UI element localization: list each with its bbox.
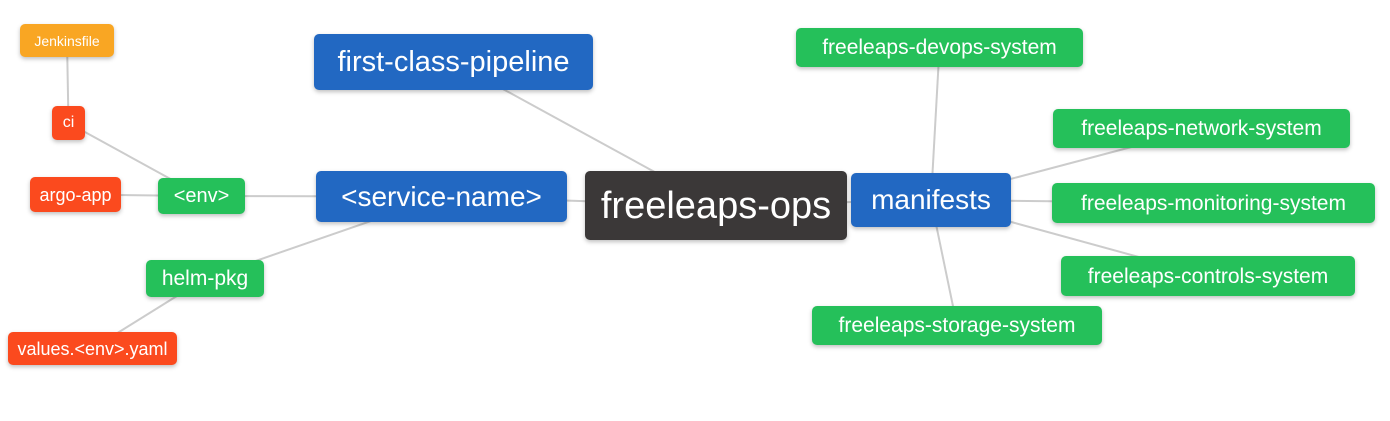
node-jenkinsfile[interactable]: Jenkinsfile: [20, 24, 114, 57]
node-service-name[interactable]: <service-name>: [316, 171, 567, 222]
node-values-env-yaml[interactable]: values.<env>.yaml: [8, 332, 177, 365]
node-env[interactable]: <env>: [158, 178, 245, 214]
node-devops-system[interactable]: freeleaps-devops-system: [796, 28, 1083, 67]
node-first-class-pipeline[interactable]: first-class-pipeline: [314, 34, 593, 90]
node-argo-app[interactable]: argo-app: [30, 177, 121, 212]
node-ci[interactable]: ci: [52, 106, 85, 140]
node-network-system[interactable]: freeleaps-network-system: [1053, 109, 1350, 148]
node-monitoring-system[interactable]: freeleaps-monitoring-system: [1052, 183, 1375, 223]
node-helm-pkg[interactable]: helm-pkg: [146, 260, 264, 297]
node-storage-system[interactable]: freeleaps-storage-system: [812, 306, 1102, 345]
node-manifests[interactable]: manifests: [851, 173, 1011, 227]
node-freeleaps-ops[interactable]: freeleaps-ops: [585, 171, 847, 240]
node-controls-system[interactable]: freeleaps-controls-system: [1061, 256, 1355, 296]
